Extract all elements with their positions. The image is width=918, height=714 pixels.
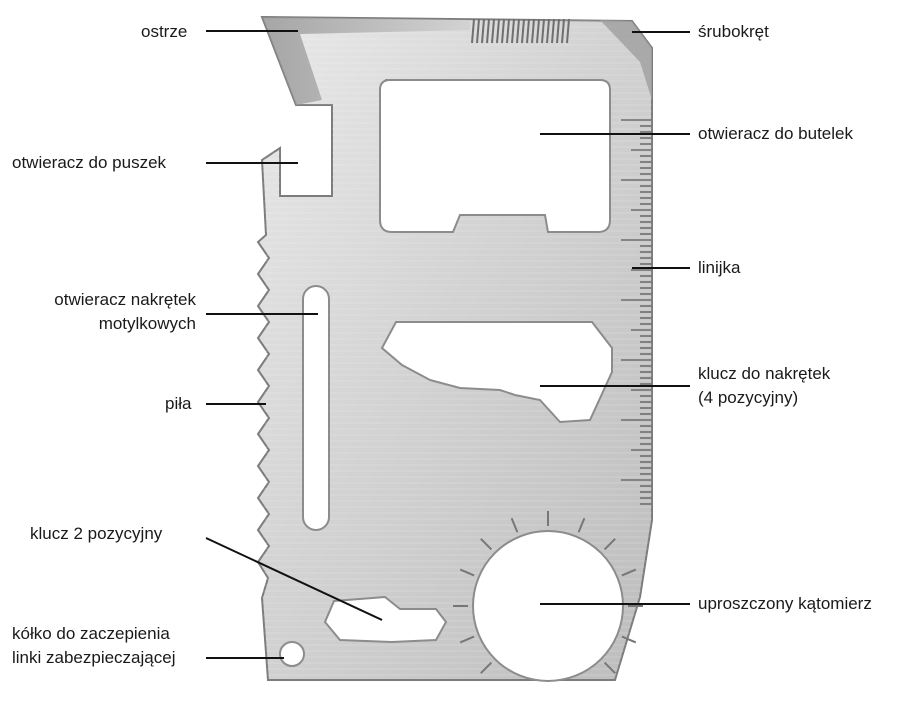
protractor-tick [621, 568, 637, 577]
grip-ridge [546, 18, 550, 44]
protractor-tick [603, 661, 616, 674]
grip-ridge [496, 18, 500, 44]
grip-ridge [551, 18, 555, 44]
grip-ridge [516, 18, 520, 44]
label-lanyard-ring: kółko do zaczepienia linki zabezpieczają… [12, 622, 175, 670]
grip-ridge [541, 18, 545, 44]
grip-ridge [481, 18, 485, 44]
label-wingnut-line1: otwieracz nakrętek [54, 290, 196, 309]
grip-ridge [511, 18, 515, 44]
grip-ridge [531, 18, 535, 44]
label-ruler: linijka [698, 258, 741, 277]
blade-bevel [262, 17, 470, 105]
label-wrench2: klucz 2 pozycyjny [30, 524, 163, 543]
grip-ridge [521, 18, 525, 44]
label-protractor: uproszczony kątomierz [698, 594, 872, 613]
label-lanyard-line2: linki zabezpieczającej [12, 648, 176, 667]
grip-serration [471, 18, 570, 44]
label-lanyard-line1: kółko do zaczepienia [12, 624, 170, 643]
ruler-ticks [621, 119, 651, 505]
label-wrench-line1: klucz do nakrętek [698, 364, 831, 383]
bottle-opener-cutout [379, 79, 611, 233]
protractor-tick [510, 517, 519, 533]
label-wrench: klucz do nakrętek (4 pozycyjny) [698, 362, 830, 410]
screwdriver-bevel [600, 20, 652, 100]
wrench-cutout [380, 321, 613, 424]
grip-ridge [566, 18, 570, 44]
label-wingnut-opener: otwieracz nakrętek motylkowych [30, 288, 196, 336]
grip-ridge [501, 18, 505, 44]
label-wingnut-line2: motylkowych [98, 314, 196, 333]
grip-ridge [491, 18, 495, 44]
grip-ridge [526, 18, 530, 44]
label-screwdriver: śrubokręt [698, 22, 769, 41]
protractor-tick [621, 635, 637, 644]
protractor-tick [459, 568, 475, 577]
grip-ridge [506, 18, 510, 44]
protractor-tick [577, 517, 586, 533]
label-bottle-opener: otwieracz do butelek [698, 124, 853, 143]
leader-wrench2 [205, 537, 383, 621]
protractor-circle [472, 530, 624, 682]
grip-ridge [561, 18, 565, 44]
label-saw: piła [165, 394, 192, 413]
label-blade: ostrze [141, 22, 188, 41]
protractor-tick [459, 635, 475, 644]
protractor-tick [603, 538, 616, 551]
protractor-tick [480, 661, 493, 674]
label-wrench-line2: (4 pozycyjny) [698, 388, 799, 407]
protractor-tick [480, 538, 493, 551]
grip-ridge [471, 18, 475, 44]
lanyard-hole [279, 641, 305, 667]
grip-ridge [556, 18, 560, 44]
protractor-ticks [453, 511, 643, 674]
wingnut-slot [302, 285, 330, 531]
leader-lines [205, 30, 690, 659]
grip-ridge [536, 18, 540, 44]
grip-ridge [476, 18, 480, 44]
grip-ridge [486, 18, 490, 44]
label-can-opener: otwieracz do puszek [12, 153, 167, 172]
